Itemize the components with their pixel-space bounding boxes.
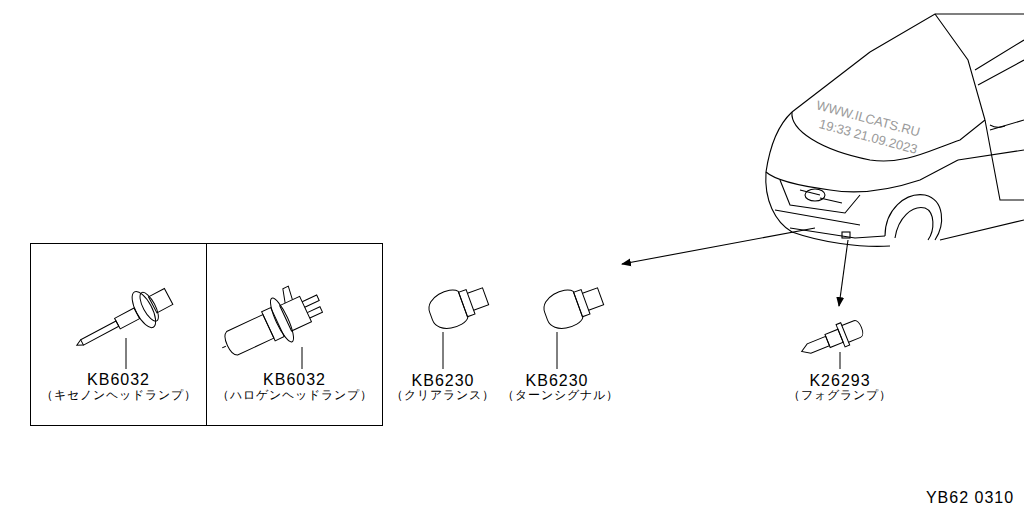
part-number: KB6032 xyxy=(263,371,326,389)
bumper xyxy=(766,172,890,246)
leader-lines xyxy=(126,332,840,369)
car-drawing xyxy=(622,14,1024,306)
leader-line xyxy=(557,332,558,369)
side-window xyxy=(975,40,1024,200)
headlamp-line xyxy=(766,160,958,192)
fog-lamp xyxy=(842,232,850,238)
part-number: KB6230 xyxy=(412,372,475,390)
part-description: （ターンシグナル） xyxy=(502,389,619,403)
part-number: K26293 xyxy=(809,372,870,390)
part-description: （クリアランス） xyxy=(391,389,495,403)
tire xyxy=(895,208,933,240)
part-box: KB6032（ハロゲンヘッドランプ） xyxy=(206,243,383,426)
part-box: KB6032（キセノンヘッドランプ） xyxy=(30,243,207,426)
leader-line xyxy=(126,338,127,369)
fog-bulb xyxy=(797,316,866,362)
part-number: KB6230 xyxy=(526,372,589,390)
wedge-bulb xyxy=(425,279,492,334)
bumper-lines xyxy=(775,210,885,238)
wedge-bulb xyxy=(540,279,607,334)
leader-line xyxy=(302,347,303,369)
part-description: （フォグランプ） xyxy=(788,389,892,403)
wheel-arch xyxy=(885,195,942,240)
grille xyxy=(780,180,860,213)
diagram-code: YB62 0310 xyxy=(926,489,1014,507)
pointer-arrow xyxy=(622,228,815,264)
fender-left xyxy=(766,112,792,172)
a-pillar xyxy=(935,14,985,120)
car-roof xyxy=(870,14,1024,52)
part-description: （ハロゲンヘッドランプ） xyxy=(217,389,373,403)
body-side xyxy=(940,125,1024,240)
halogen-bulb xyxy=(210,277,330,370)
pointer-arrow xyxy=(839,240,848,306)
xenon-bulb xyxy=(67,279,178,363)
emblem xyxy=(805,189,825,201)
part-description: （キセノンヘッドランプ） xyxy=(41,389,197,403)
part-number: KB6032 xyxy=(87,371,150,389)
leader-line xyxy=(443,332,444,369)
leader-line xyxy=(840,352,841,369)
